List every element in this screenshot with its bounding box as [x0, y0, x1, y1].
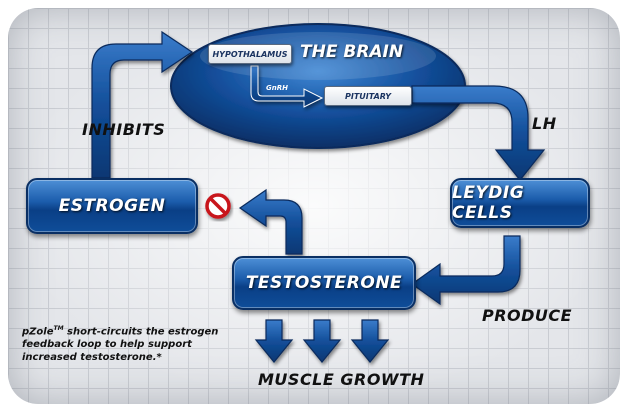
muscle-growth-label: MUSCLE GROWTH: [258, 370, 425, 389]
inhibits-label: INHIBITS: [82, 120, 166, 139]
footnote-line-1-text: short-circuits the estrogen: [63, 326, 219, 338]
footnote: pZoleTM short-circuits the estrogen feed…: [22, 322, 242, 364]
arrow-lh: [411, 85, 546, 181]
footnote-line-1: pZoleTM short-circuits the estrogen: [22, 322, 242, 338]
estrogen-node: ESTROGEN: [26, 178, 198, 234]
footnote-brand: pZole: [22, 326, 54, 338]
arrow-feedback: [238, 188, 303, 255]
arrow-muscle-1: [254, 319, 294, 363]
arrow-gnrh: [250, 65, 324, 108]
footnote-line-2: feedback loop to help support: [22, 339, 192, 351]
arrow-produce: [410, 235, 521, 306]
footnote-trademark: TM: [53, 325, 64, 332]
lh-label: LH: [532, 114, 557, 133]
leydig-cells-node: LEYDIG CELLS: [450, 178, 590, 228]
arrow-muscle-3: [350, 319, 390, 363]
gnrh-label: GnRH: [266, 84, 288, 92]
brain-title: THE BRAIN: [300, 42, 404, 62]
footnote-line-3: increased testosterone.*: [22, 352, 162, 364]
block-symbol-icon: [205, 193, 231, 219]
testosterone-node: TESTOSTERONE: [232, 256, 416, 310]
produce-label: PRODUCE: [482, 306, 573, 325]
arrow-inhibits: [91, 30, 194, 179]
hypothalamus-box: HYPOTHALAMUS: [208, 44, 292, 64]
pituitary-box: PITUITARY: [324, 86, 412, 106]
arrow-muscle-2: [302, 319, 342, 363]
